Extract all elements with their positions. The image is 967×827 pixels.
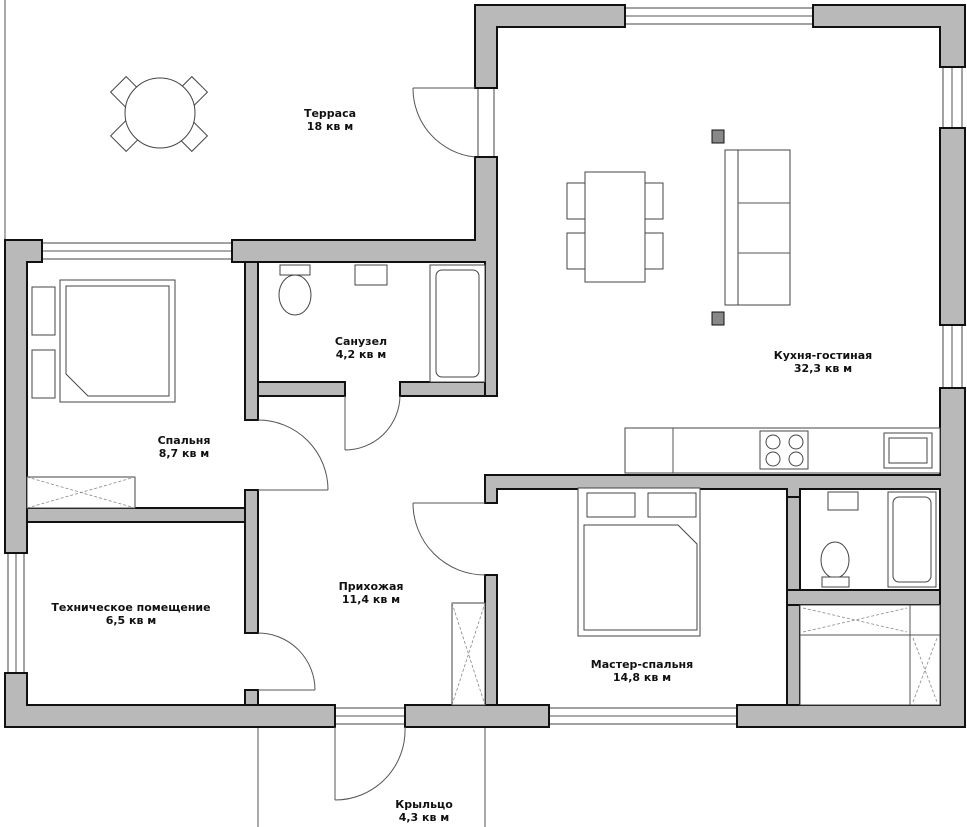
- column: [711, 129, 725, 144]
- dining-table: [566, 171, 664, 283]
- room-area: 32,3 кв м: [793, 362, 853, 375]
- room-name: Спальня: [157, 434, 211, 447]
- master-bath-fixtures: [820, 491, 937, 588]
- room-area: 6,5 кв м: [105, 614, 157, 627]
- terrace-outline: [4, 0, 486, 827]
- hall-closet-mark: [451, 602, 486, 706]
- room-area: 18 кв м: [306, 120, 354, 133]
- room-name: Крыльцо: [395, 798, 453, 811]
- walls: [4, 4, 966, 728]
- column: [711, 311, 725, 326]
- room-name: Терраса: [303, 107, 357, 120]
- room-area: 11,4 кв м: [341, 593, 401, 606]
- room-name: Кухня-гостиная: [773, 349, 873, 362]
- room-area: 8,7 кв м: [158, 447, 210, 460]
- bathroom-fixtures: [278, 264, 486, 383]
- room-name: Прихожая: [338, 580, 404, 593]
- room-area: 4,3 кв м: [398, 811, 450, 824]
- kitchen-counter: [624, 427, 941, 474]
- room-area: 4,2 кв м: [335, 348, 387, 361]
- room-name: Техническое помещение: [51, 601, 211, 614]
- master-wardrobe: [799, 604, 941, 706]
- bedroom-furniture: [26, 279, 176, 509]
- doors: [257, 87, 486, 801]
- room-name: Санузел: [334, 335, 388, 348]
- master-bed: [577, 487, 701, 637]
- terrace-table: [109, 75, 209, 153]
- room-area: 14,8 кв м: [612, 671, 672, 684]
- sofa: [724, 149, 791, 306]
- room-name: Мастер-спальня: [590, 658, 694, 671]
